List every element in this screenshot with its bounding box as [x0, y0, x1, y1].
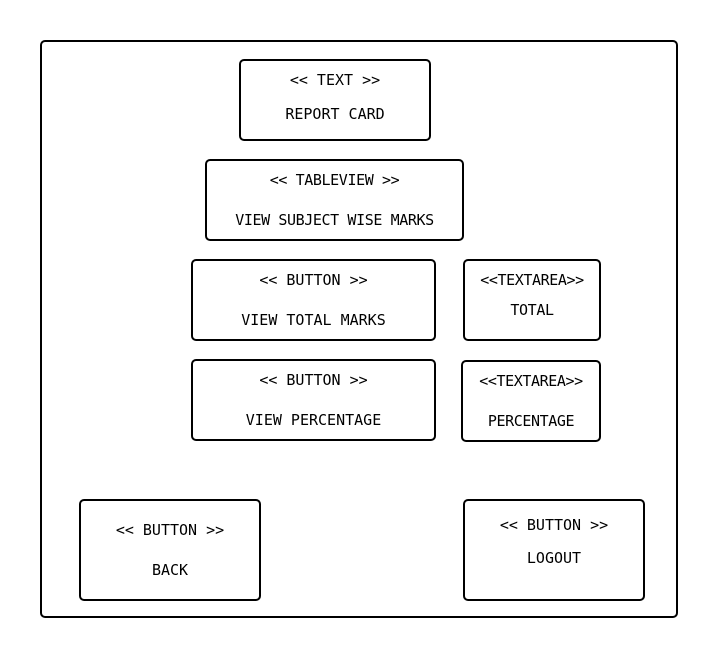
button-label: VIEW TOTAL MARKS [241, 311, 386, 329]
textarea-label: PERCENTAGE [487, 412, 575, 430]
button-label: VIEW PERCENTAGE [245, 411, 382, 429]
text-stereotype: << TEXT >> [289, 71, 381, 89]
back-button[interactable]: << BUTTON >> BACK [79, 499, 261, 601]
view-percentage-button[interactable]: << BUTTON >> VIEW PERCENTAGE [191, 359, 436, 441]
tableview-label: VIEW SUBJECT WISE MARKS [235, 211, 434, 229]
total-textarea[interactable]: <<TEXTAREA>> TOTAL [463, 259, 601, 341]
button-label: LOGOUT [526, 549, 582, 567]
tableview-stereotype: << TABLEVIEW >> [269, 171, 400, 189]
button-stereotype: << BUTTON >> [259, 271, 368, 289]
button-stereotype: << BUTTON >> [115, 521, 225, 539]
logout-button[interactable]: << BUTTON >> LOGOUT [463, 499, 645, 601]
screen-frame [40, 40, 678, 618]
view-total-marks-button[interactable]: << BUTTON >> VIEW TOTAL MARKS [191, 259, 436, 341]
textarea-label: TOTAL [510, 301, 554, 319]
button-label: BACK [151, 561, 189, 579]
button-stereotype: << BUTTON >> [499, 516, 609, 534]
button-stereotype: << BUTTON >> [259, 371, 368, 389]
subject-marks-tableview[interactable]: << TABLEVIEW >> VIEW SUBJECT WISE MARKS [205, 159, 464, 241]
textarea-stereotype: <<TEXTAREA>> [480, 271, 584, 289]
report-card-text: << TEXT >> REPORT CARD [239, 59, 431, 141]
textarea-stereotype: <<TEXTAREA>> [479, 372, 583, 390]
percentage-textarea[interactable]: <<TEXTAREA>> PERCENTAGE [461, 360, 601, 442]
page-title: REPORT CARD [285, 105, 385, 123]
